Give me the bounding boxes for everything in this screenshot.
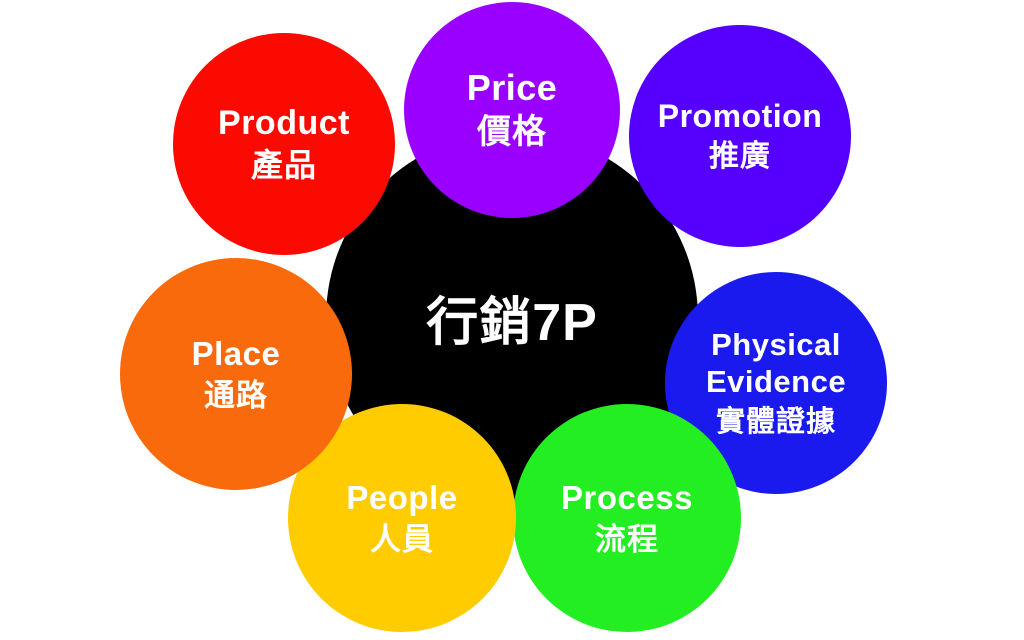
petal-process-label-en: Process: [561, 478, 693, 516]
petal-promotion[interactable]: Promotion 推廣: [629, 25, 851, 247]
petal-process-label-zh: 流程: [595, 521, 659, 557]
petal-physical-evidence-label-en: Physical Evidence: [706, 327, 846, 400]
petal-product-label-en: Product: [218, 104, 350, 143]
petal-place-label-zh: 通路: [204, 377, 268, 413]
petal-people[interactable]: People 人員: [288, 404, 516, 632]
petal-people-label-en: People: [346, 478, 458, 516]
petal-promotion-label-en: Promotion: [657, 98, 823, 135]
petal-price-label-zh: 價格: [477, 113, 547, 152]
petal-price[interactable]: Price 價格: [404, 2, 620, 218]
petal-promotion-label-zh: 推廣: [709, 139, 771, 173]
petal-process[interactable]: Process 流程: [513, 404, 741, 632]
petal-price-label-en: Price: [466, 67, 558, 109]
petal-product[interactable]: Product 產品: [173, 33, 395, 255]
petal-place-label-en: Place: [191, 334, 281, 372]
petal-product-label-zh: 產品: [250, 147, 317, 184]
petal-physical-evidence[interactable]: Physical Evidence 實體證據: [665, 272, 887, 494]
petal-physical-evidence-label-zh: 實體證據: [715, 406, 836, 439]
petal-physical-evidence-label-en-line2: Evidence: [705, 363, 847, 399]
petal-place[interactable]: Place 通路: [120, 258, 352, 490]
petal-physical-evidence-label-en-line1: Physical: [711, 327, 841, 363]
diagram-center-title: 行銷7P: [426, 294, 598, 352]
petal-people-label-zh: 人員: [370, 521, 434, 557]
